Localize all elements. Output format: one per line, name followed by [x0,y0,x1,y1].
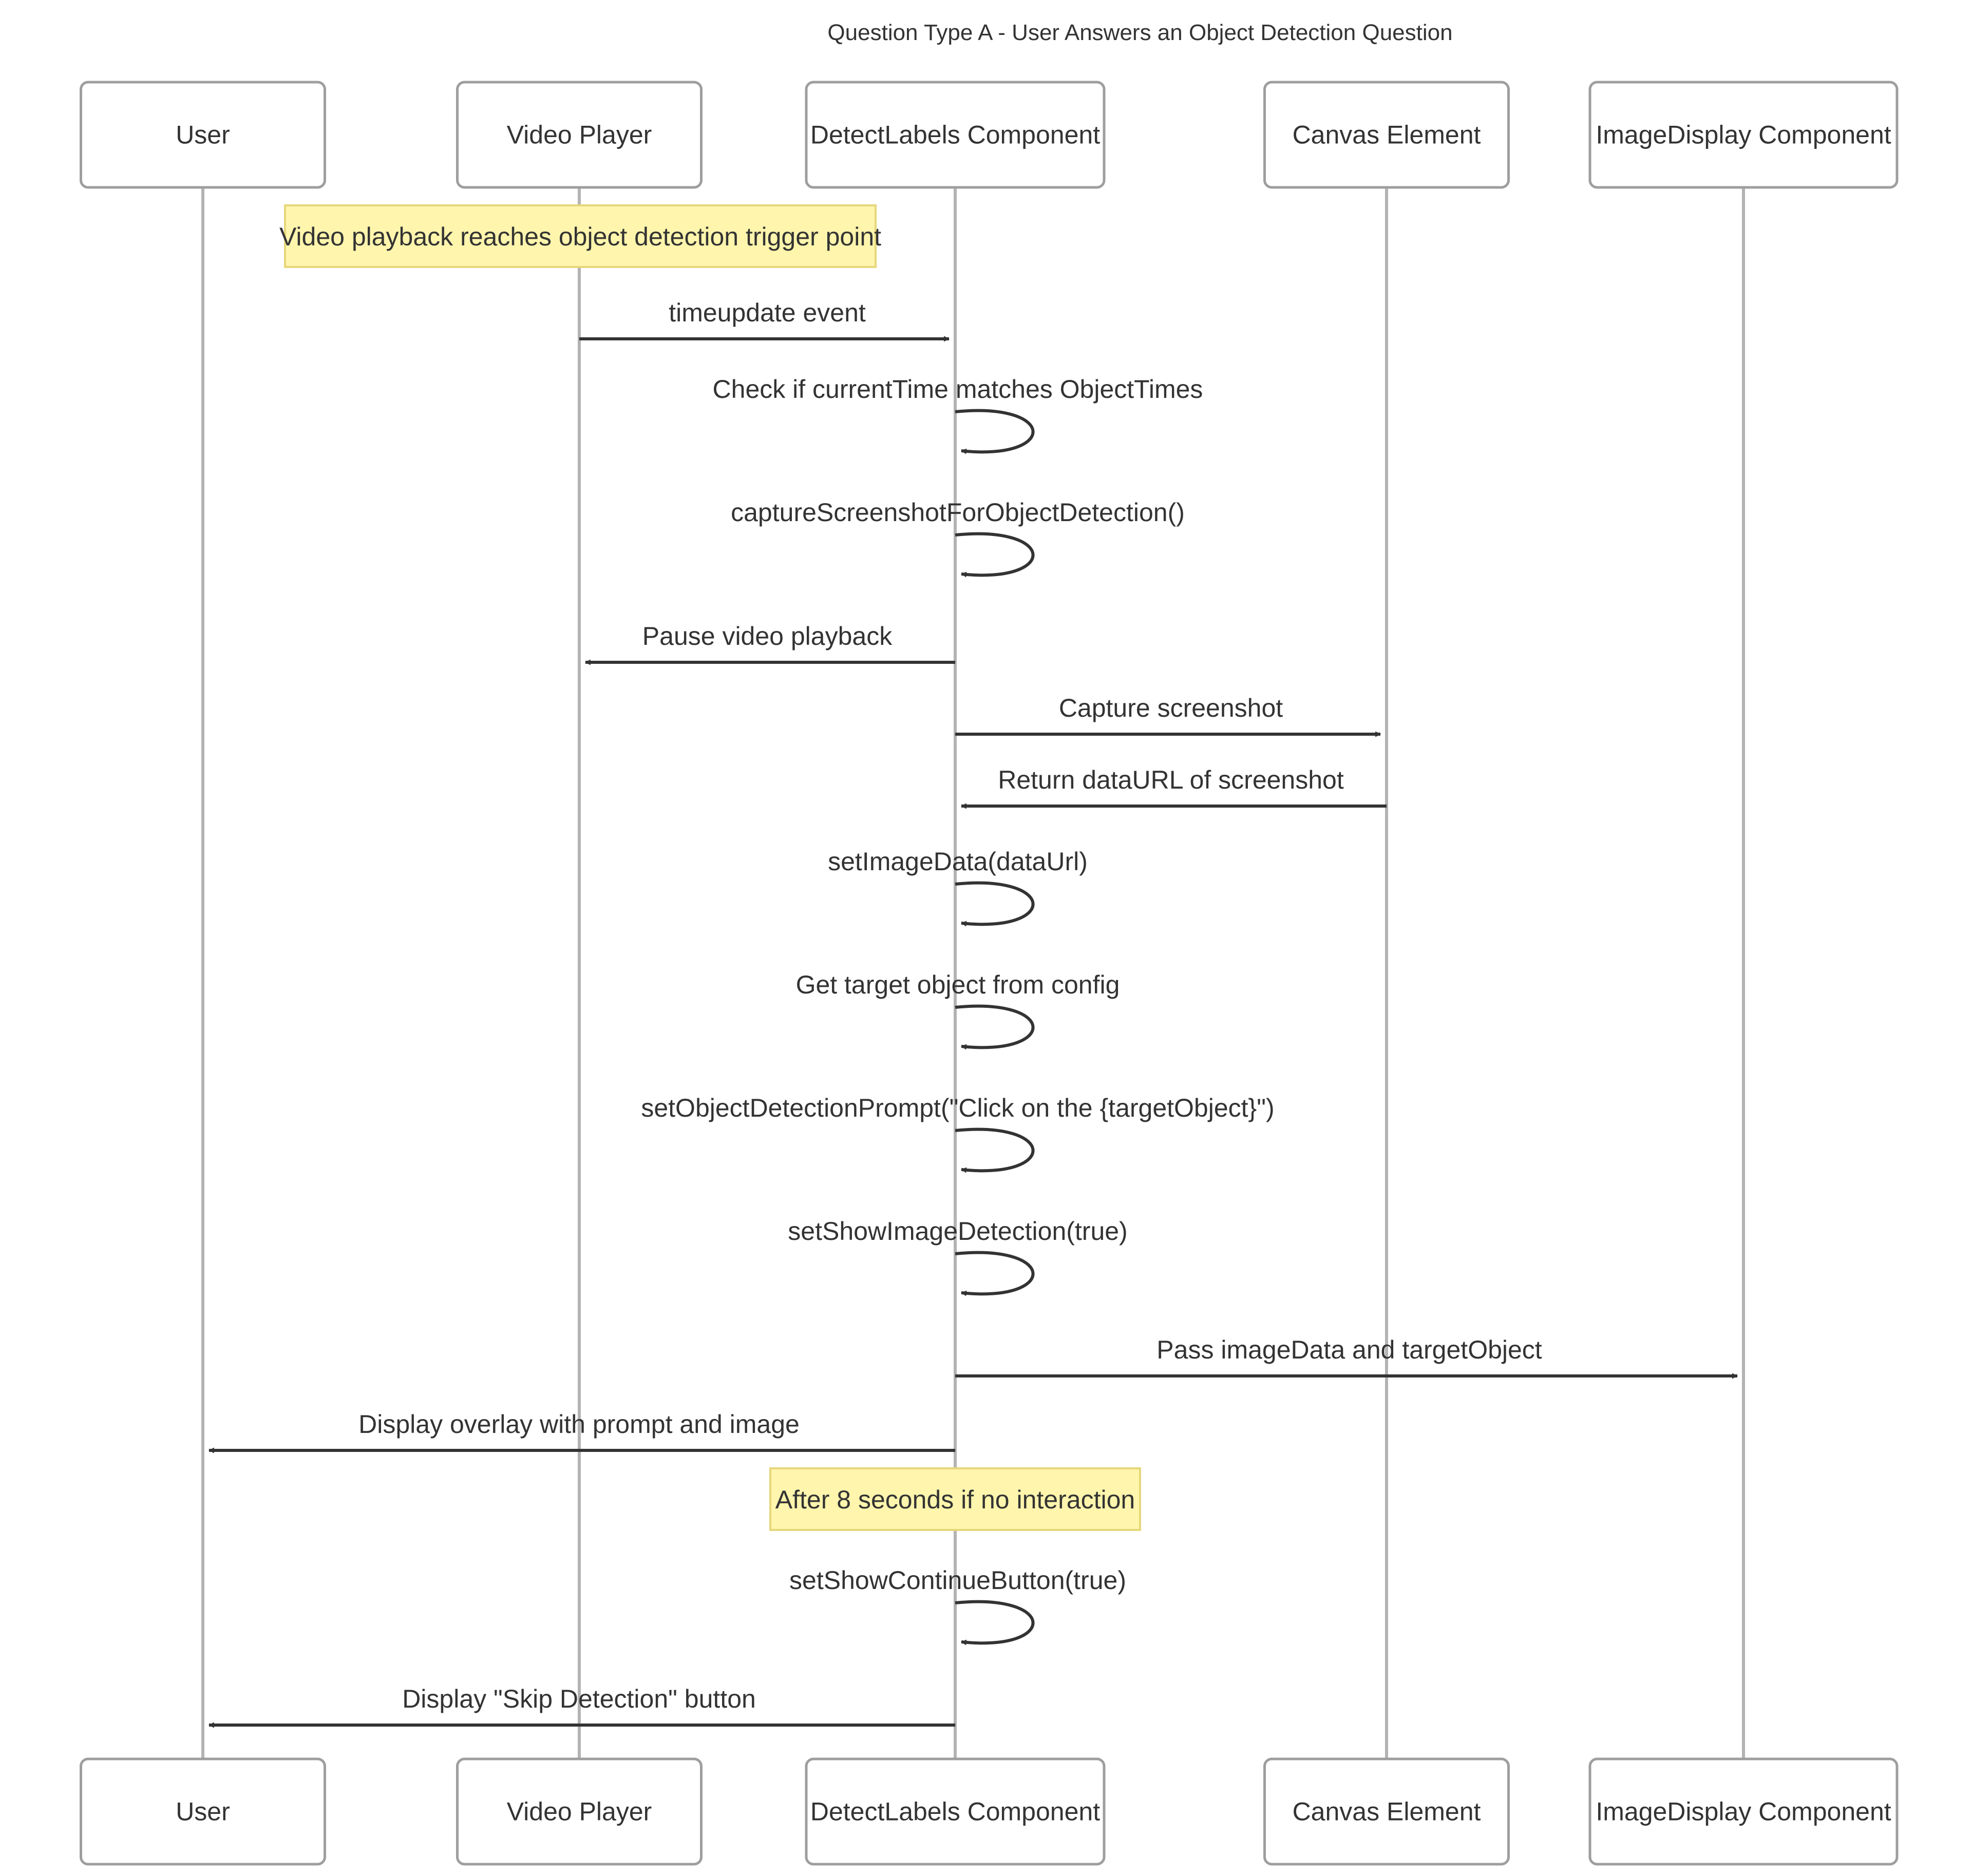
actor-box [805,1757,1106,1866]
actor-box [1263,1757,1510,1866]
self-message-arrow [955,1251,1035,1296]
self-message-label: Get target object from config [796,970,1120,999]
message-detect-to-image: Pass imageData and targetObject [955,1335,1738,1379]
self-message-detect: captureScreenshotForObjectDetection() [731,498,1185,578]
actor-video-top: Video Player [456,81,703,189]
actor-user-bottom: User [80,1757,326,1866]
actor-label: Canvas Element [1293,1797,1481,1826]
actor-label: Video Player [507,1797,652,1826]
actor-label: DetectLabels Component [810,121,1100,149]
actor-user-top: User [80,81,326,189]
note: After 8 seconds if no interaction [769,1467,1141,1531]
actor-canvas-bottom: Canvas Element [1263,1757,1510,1866]
actor-box [80,1757,326,1866]
actor-box [456,81,703,189]
self-message-detect: setShowImageDetection(true) [788,1217,1128,1296]
actor-image-bottom: ImageDisplay Component [1588,1757,1899,1866]
actor-detect-bottom: DetectLabels Component [805,1757,1106,1866]
self-message-label: setShowContinueButton(true) [789,1566,1126,1595]
actor-image-top: ImageDisplay Component [1588,81,1899,189]
message-label: timeupdate event [669,298,866,327]
message-label: Pause video playback [642,622,893,650]
actor-label: ImageDisplay Component [1596,1797,1891,1826]
actor-box [805,81,1106,189]
self-message-arrow [955,1004,1035,1050]
actor-label: ImageDisplay Component [1596,121,1891,149]
actor-label: DetectLabels Component [810,1797,1100,1826]
diagram-title: Question Type A - User Answers an Object… [827,20,1452,45]
actor-detect-top: DetectLabels Component [805,81,1106,189]
message-label: Display "Skip Detection" button [402,1684,756,1713]
message-label: Display overlay with prompt and image [358,1410,800,1439]
self-message-detect: Check if currentTime matches ObjectTimes [713,375,1203,454]
self-message-arrow [955,1600,1035,1645]
self-message-detect: setObjectDetectionPrompt("Click on the {… [641,1094,1275,1173]
actor-canvas-top: Canvas Element [1263,81,1510,189]
message-label: Return dataURL of screenshot [998,765,1344,794]
actor-label: Canvas Element [1293,121,1481,149]
note-text: Video playback reaches object detection … [279,222,881,251]
actor-box [80,81,326,189]
actor-label: User [176,1797,230,1826]
self-message-arrow [955,409,1035,454]
self-message-detect: Get target object from config [796,970,1120,1050]
self-message-label: Check if currentTime matches ObjectTimes [713,375,1203,404]
actor-box [1588,1757,1899,1866]
self-message-arrow [955,881,1035,927]
actor-video-bottom: Video Player [456,1757,703,1866]
message-label: Capture screenshot [1059,694,1283,722]
note-text: After 8 seconds if no interaction [775,1485,1135,1514]
note-box [284,204,877,268]
message-detect-to-user: Display "Skip Detection" button [208,1684,955,1728]
actor-box [1263,81,1510,189]
self-message-label: setImageData(dataUrl) [828,847,1088,876]
self-message-detect: setShowContinueButton(true) [789,1566,1126,1645]
message-detect-to-canvas: Capture screenshot [955,694,1381,737]
message-video-to-detect: timeupdate event [579,298,950,342]
actor-box [1588,81,1899,189]
actor-label: Video Player [507,121,652,149]
self-message-label: setShowImageDetection(true) [788,1217,1127,1246]
self-message-label: captureScreenshotForObjectDetection() [731,498,1185,527]
self-message-detect: setImageData(dataUrl) [828,847,1088,927]
self-message-arrow [955,1127,1035,1173]
actor-label: User [176,121,230,149]
message-canvas-to-detect: Return dataURL of screenshot [960,765,1387,809]
note: Video playback reaches object detection … [279,204,881,268]
message-detect-to-user: Display overlay with prompt and image [208,1410,955,1453]
self-message-label: setObjectDetectionPrompt("Click on the {… [641,1094,1274,1122]
message-detect-to-video: Pause video playback [584,622,955,665]
self-message-arrow [955,532,1035,578]
message-label: Pass imageData and targetObject [1156,1335,1542,1364]
actor-box [456,1757,703,1866]
note-box [769,1467,1141,1531]
